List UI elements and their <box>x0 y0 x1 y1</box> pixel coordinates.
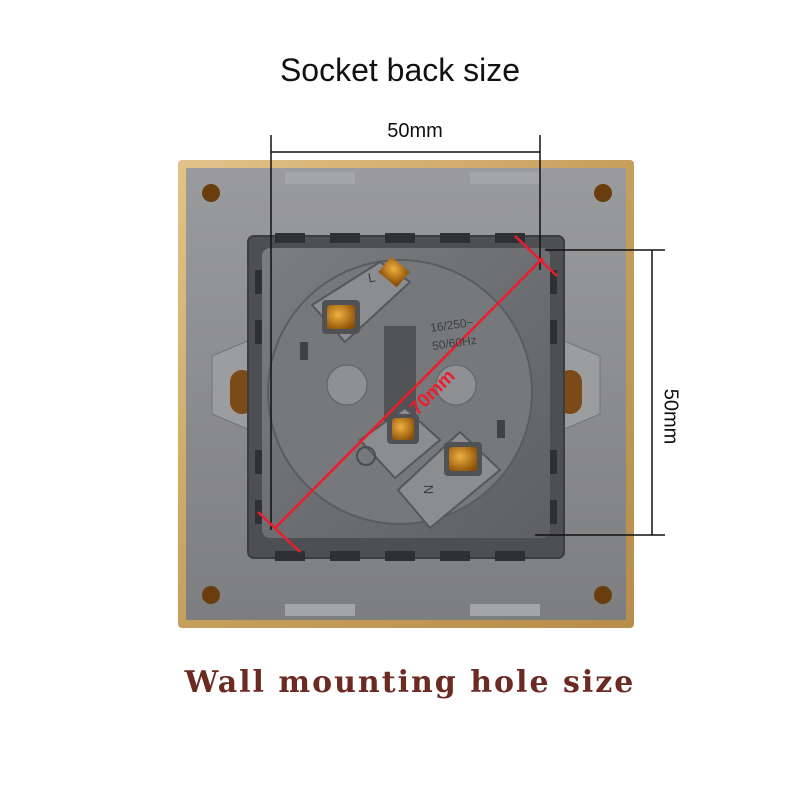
height-dimension <box>535 249 665 536</box>
width-dimension <box>270 135 541 530</box>
page-title: Socket back size <box>279 52 521 88</box>
caption: Wall mounting hole size <box>184 665 636 700</box>
height-dimension-label: 50mm <box>659 388 682 445</box>
neutral-terminal <box>396 430 502 530</box>
corner-hole-bottom-left <box>202 586 220 604</box>
width-dimension-label: 50mm <box>387 120 443 142</box>
corner-hole-bottom-right <box>594 586 612 604</box>
earth-terminal <box>356 406 442 480</box>
corner-hole-top-left <box>202 184 220 202</box>
neutral-marking: N <box>421 484 437 495</box>
live-terminal <box>310 256 412 344</box>
diagonal-dimension <box>257 235 558 553</box>
corner-hole-top-right <box>594 184 612 202</box>
